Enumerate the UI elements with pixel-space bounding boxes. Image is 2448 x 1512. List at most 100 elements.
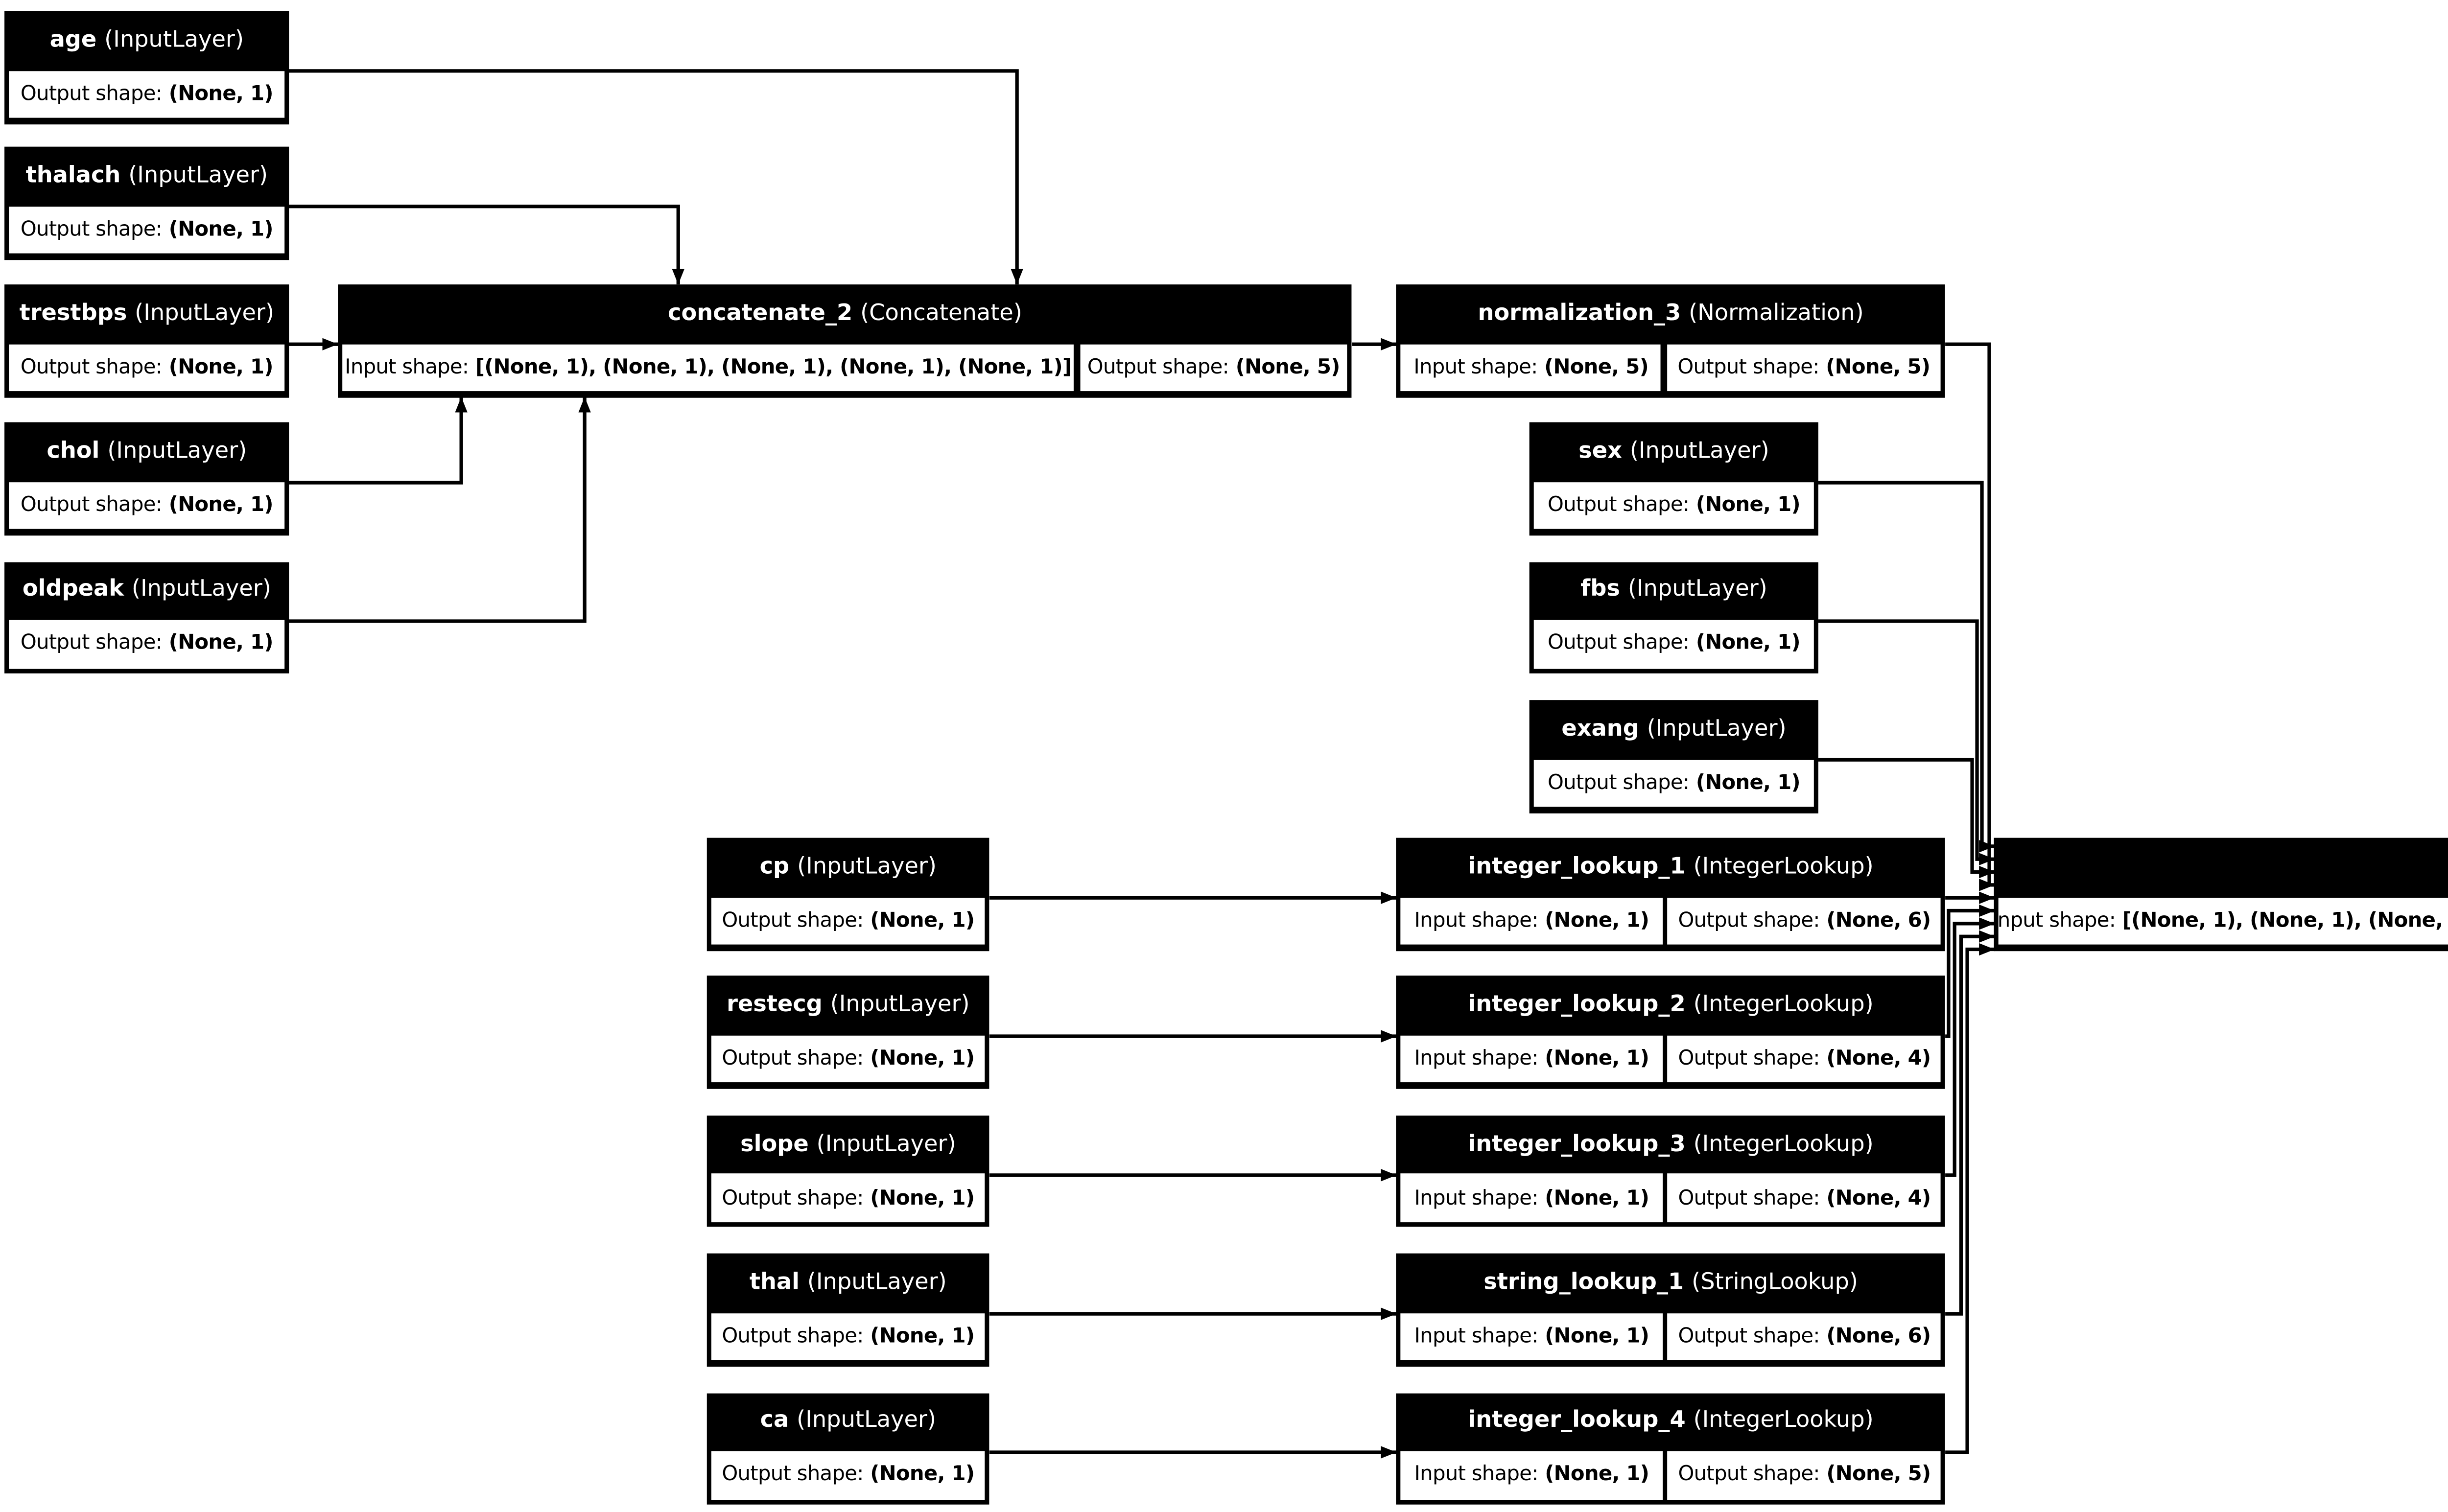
layer-node-slope: slope(InputLayer) Output shape:(None, 1)	[706, 1115, 989, 1228]
output-shape-label: Output shape:	[1678, 1463, 1820, 1488]
layer-node-chol: chol(InputLayer) Output shape:(None, 1)	[5, 422, 288, 535]
layer-node-integer_lookup_4: integer_lookup_4 (IntegerLookup) Input sh…	[1396, 1392, 1946, 1505]
layer-type: (InputLayer)	[807, 1271, 947, 1296]
layer-name: sex	[1578, 440, 1622, 465]
output-shape-label: Output shape:	[722, 1186, 864, 1210]
layer-node-restecg: restecg(InputLayer) Output shape:(None, …	[706, 976, 989, 1089]
output-shape-value: (None, 1)	[1695, 770, 1801, 795]
input-shape-value: (None, 1)	[1545, 1463, 1649, 1488]
layer-header: string_lookup_1 (StringLookup)	[1396, 1254, 1945, 1313]
layer-type: (InputLayer)	[107, 440, 247, 465]
input-shape-cell: Input shape:(None, 1)	[1401, 1174, 1663, 1223]
layer-name: string_lookup_1	[1483, 1271, 1684, 1296]
input-shape-value: (None, 1)	[1545, 908, 1649, 933]
layer-node-fbs: fbs(InputLayer) Output shape:(None, 1)	[1530, 561, 1818, 674]
layer-type: (InputLayer)	[797, 855, 937, 880]
output-shape-value: (None, 1)	[870, 1325, 975, 1349]
layer-node-integer_lookup_2: integer_lookup_2(IntegerLookup) Input sh…	[1396, 976, 1946, 1089]
layer-node-normalization_3: normalization_3 (Normalization) Input sha…	[1396, 284, 1946, 397]
output-shape-label: Output shape:	[1678, 1325, 1820, 1349]
edge-integer_lookup_3-to-concatenate_3	[1945, 917, 1995, 1177]
layer-type: (InputLayer)	[830, 994, 970, 1019]
layer-node-cp: cp(InputLayer) Output shape:(None, 1)	[706, 838, 989, 951]
output-shape-label: Output shape:	[722, 1325, 864, 1349]
layer-name: thalach	[25, 164, 121, 189]
output-shape-label: Output shape:	[20, 632, 163, 657]
layer-type: (StringLookup)	[1692, 1271, 1858, 1296]
layer-name: oldpeak	[22, 579, 124, 603]
output-shape-cell: Output shape:(None, 6)	[1668, 897, 1941, 945]
output-shape-value: (None, 5)	[1826, 1463, 1931, 1488]
layer-header: chol(InputLayer)	[5, 423, 288, 482]
output-shape-value: (None, 6)	[1826, 1325, 1931, 1349]
output-shape-label: Output shape:	[1087, 355, 1229, 380]
layer-header: normalization_3 (Normalization)	[1396, 284, 1945, 343]
layer-node-concatenate_3: concatenate_3(Concatenate) Input shape:[…	[1994, 838, 2448, 951]
input-shape-value: (None, 5)	[1544, 355, 1649, 380]
output-shape-cell: Output shape:(None, 1)	[9, 206, 284, 254]
layer-header: slope(InputLayer)	[707, 1116, 989, 1174]
edge-integer_lookup_2-to-concatenate_3	[1945, 904, 1995, 1038]
output-shape-label: Output shape:	[1677, 355, 1819, 380]
output-shape-cell: Output shape:(None, 1)	[1534, 620, 1814, 669]
edge-string_lookup_1-to-concatenate_3	[1945, 930, 1995, 1316]
output-shape-cell: Output shape:(None, 1)	[9, 482, 284, 530]
output-shape-cell: Output shape:(None, 6)	[1668, 1313, 1941, 1361]
layer-name: trestbps	[19, 302, 127, 326]
output-shape-value: (None, 4)	[1826, 1186, 1931, 1210]
output-shape-cell: Output shape:(None, 1)	[9, 343, 284, 392]
layer-type: (InputLayer)	[1627, 579, 1767, 603]
input-shape-cell: Input shape:(None, 5)	[1401, 343, 1662, 392]
edge-oldpeak-to-concatenate_2	[288, 396, 591, 623]
output-shape-label: Output shape:	[722, 908, 864, 933]
layer-name: exang	[1561, 717, 1639, 742]
layer-header: trestbps(InputLayer)	[5, 284, 288, 343]
input-shape-label: Input shape:	[1414, 908, 1539, 933]
output-shape-value: (None, 1)	[870, 1186, 975, 1210]
output-shape-cell: Output shape:(None, 1)	[711, 1313, 985, 1361]
output-shape-label: Output shape:	[20, 493, 163, 518]
layer-node-thalach: thalach(InputLayer) Output shape:(None, …	[5, 147, 288, 259]
layer-type: (IntegerLookup)	[1693, 1132, 1874, 1157]
output-shape-label: Output shape:	[20, 217, 163, 242]
input-shape-cell: Input shape:(None, 1)	[1401, 1451, 1663, 1500]
layer-header: exang(InputLayer)	[1530, 700, 1818, 759]
edge-sex-to-concatenate_3	[1818, 481, 1995, 853]
input-shape-cell: Input shape:[(None, 1), (None, 1), (None…	[342, 343, 1074, 392]
output-shape-cell: Output shape:(None, 1)	[711, 897, 985, 945]
layer-type: (InputLayer)	[104, 28, 244, 53]
layer-header: oldpeak (InputLayer)	[5, 561, 288, 620]
output-shape-value: (None, 5)	[1235, 355, 1341, 380]
layer-type: (Normalization)	[1689, 302, 1864, 326]
layer-header: integer_lookup_4 (IntegerLookup)	[1396, 1393, 1945, 1451]
layer-name: integer_lookup_3	[1468, 1132, 1686, 1157]
layer-node-oldpeak: oldpeak(InputLayer) Output shape:(None, …	[5, 561, 288, 674]
output-shape-value: (None, 1)	[168, 355, 274, 380]
output-shape-value: (None, 6)	[1826, 908, 1931, 933]
layer-node-string_lookup_1: string_lookup_1(StringLookup) Input shap…	[1396, 1254, 1946, 1367]
layer-type: (InputLayer)	[131, 579, 271, 603]
input-shape-value: (None, 1)	[1545, 1047, 1649, 1072]
layer-type: (InputLayer)	[816, 1132, 956, 1157]
layer-type: (Concatenate)	[860, 302, 1022, 326]
input-shape-label: Input shape:	[1414, 1047, 1539, 1072]
layer-name: normalization_3	[1478, 302, 1681, 326]
layer-node-concatenate_2: concatenate_2 (Concatenate) Input shape:[…	[338, 284, 1352, 397]
input-shape-value: (None, 1)	[1545, 1186, 1649, 1210]
output-shape-cell: Output shape:(None, 1)	[9, 70, 284, 118]
output-shape-value: (None, 1)	[168, 82, 274, 107]
layer-type: (InputLayer)	[1629, 440, 1769, 465]
input-shape-cell: Input shape:(None, 1)	[1401, 897, 1663, 945]
layer-name: integer_lookup_4	[1468, 1410, 1686, 1434]
edge-chol-to-concatenate_2	[288, 396, 468, 485]
layer-node-sex: sex(InputLayer) Output shape:(None, 1)	[1530, 422, 1818, 535]
layer-name: ca	[760, 1410, 789, 1434]
layer-name: concatenate_2	[668, 302, 853, 326]
edge-integer_lookup_4-to-concatenate_3	[1945, 943, 1995, 1454]
layer-type: (IntegerLookup)	[1693, 1410, 1874, 1434]
output-shape-label: Output shape:	[20, 82, 163, 107]
layer-header: fbs(InputLayer)	[1530, 561, 1818, 620]
output-shape-cell: Output shape:(None, 4)	[1668, 1174, 1941, 1223]
